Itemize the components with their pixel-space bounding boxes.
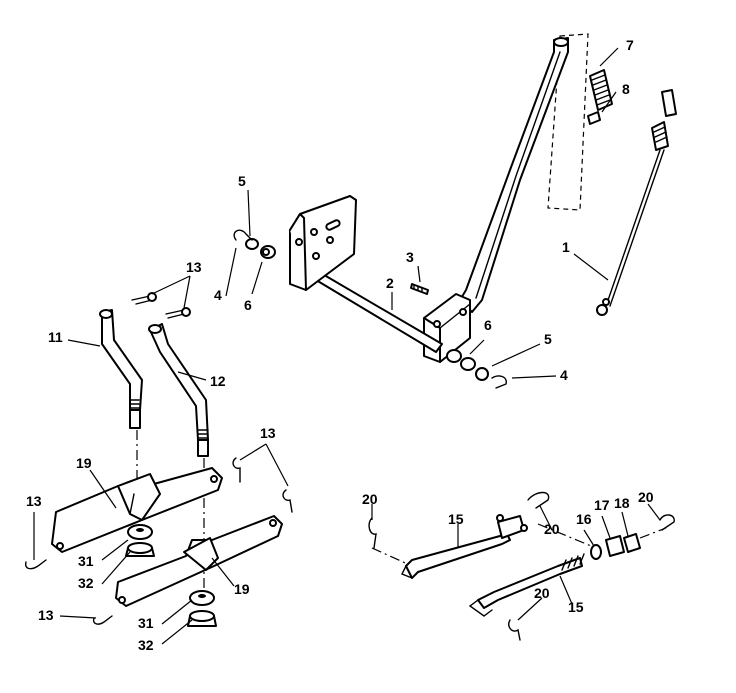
callout-31-upper: 31 xyxy=(78,553,94,569)
callout-3: 3 xyxy=(406,249,414,265)
bolt xyxy=(410,283,429,295)
callout-16: 16 xyxy=(576,511,592,527)
lift-handle-grip-outline xyxy=(547,33,589,211)
bushing-left xyxy=(260,245,276,259)
lift-arm-lower xyxy=(115,515,283,607)
spring xyxy=(589,69,613,111)
callout-2: 2 xyxy=(386,275,394,291)
washer-right xyxy=(475,367,489,381)
callout-19-upper: 19 xyxy=(76,455,92,471)
callout-1: 1 xyxy=(562,239,570,255)
callout-31-lower: 31 xyxy=(138,615,154,631)
hairpin-clip-left xyxy=(233,229,253,241)
callout-15-upper: 15 xyxy=(448,511,464,527)
trunnion-upper xyxy=(127,524,153,540)
nut-upper xyxy=(125,542,155,557)
front-lift-rod xyxy=(468,553,585,617)
callout-13-bottom: 13 xyxy=(38,607,54,623)
spring-sleeve xyxy=(587,111,601,125)
callout-7: 7 xyxy=(626,37,634,53)
leader-lines xyxy=(33,47,661,645)
callout-20-left: 20 xyxy=(362,491,378,507)
hairpin-clip-right xyxy=(491,375,507,389)
callout-19-lower: 19 xyxy=(234,581,250,597)
callout-12: 12 xyxy=(210,373,226,389)
washer-16 xyxy=(590,544,602,560)
cotter-pin-bottom xyxy=(92,615,113,625)
callout-5-right: 5 xyxy=(544,331,552,347)
cotter-pins-middle xyxy=(232,457,293,513)
bushing-right xyxy=(446,349,476,371)
callout-6-left: 6 xyxy=(244,297,252,313)
callout-17: 17 xyxy=(594,497,610,513)
trunnion-17 xyxy=(605,535,625,557)
washer-left xyxy=(245,238,259,250)
callout-11: 11 xyxy=(48,329,63,345)
callout-20-center: 20 xyxy=(544,521,560,537)
adjustment-rod xyxy=(596,89,677,316)
lift-link-left xyxy=(99,309,143,429)
cotter-pins-top xyxy=(131,292,191,319)
callout-4-left: 4 xyxy=(214,287,222,303)
callout-13-left: 13 xyxy=(26,493,42,509)
trunnion-lower xyxy=(189,590,215,606)
hairpin-clip-20-center xyxy=(527,491,550,509)
nut-18 xyxy=(623,533,641,553)
callout-labels: 1 2 3 4 4 5 5 6 6 7 8 11 12 13 13 13 13 … xyxy=(26,37,654,653)
callout-13-middle: 13 xyxy=(260,425,276,441)
callout-15-lower: 15 xyxy=(568,599,584,615)
callout-5-left: 5 xyxy=(238,173,246,189)
callout-20-bottom: 20 xyxy=(534,585,550,601)
hairpin-clip-20-bottom xyxy=(508,619,521,641)
nut-lower xyxy=(187,610,217,627)
mounting-plate xyxy=(289,195,357,291)
callout-6-right: 6 xyxy=(484,317,492,333)
callout-32-upper: 32 xyxy=(78,575,94,591)
hairpin-clip-20-left xyxy=(368,517,377,549)
lift-link-right xyxy=(148,323,209,457)
callout-13-top: 13 xyxy=(186,259,202,275)
callout-18: 18 xyxy=(614,495,630,511)
lever-pivot-bracket xyxy=(423,293,471,363)
lift-arm-upper xyxy=(51,467,223,553)
hairpin-clip-20-right xyxy=(659,514,675,531)
callout-8: 8 xyxy=(622,81,630,97)
cotter-pin-left xyxy=(24,559,47,570)
callout-20-right: 20 xyxy=(638,489,654,505)
lift-lever xyxy=(459,37,569,313)
callout-32-lower: 32 xyxy=(138,637,154,653)
callout-4-right: 4 xyxy=(560,367,568,383)
rear-lift-rod xyxy=(401,514,528,579)
